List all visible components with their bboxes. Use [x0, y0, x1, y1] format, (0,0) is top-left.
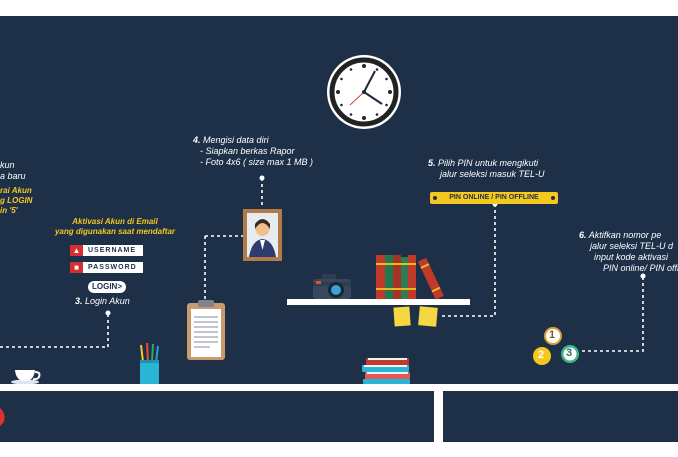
- username-label: USERNAME: [88, 247, 137, 254]
- sticky-notes-icon: [393, 306, 438, 327]
- dot-step6: [640, 273, 646, 279]
- connector-login: [0, 313, 109, 348]
- username-field[interactable]: ▲ USERNAME: [70, 245, 143, 256]
- login-button[interactable]: LOGIN>: [88, 281, 126, 293]
- pencil-cup-icon: [140, 342, 159, 384]
- pin-badge-dot-right: [551, 196, 555, 200]
- dashed-connectors: [0, 178, 644, 352]
- bottom-white-band: [0, 442, 678, 457]
- left-step-line-1: kun: [0, 160, 15, 170]
- teacup-icon: [11, 370, 41, 385]
- bubble-2-label: 2: [538, 349, 545, 361]
- step5-line-2: jalur seleksi masuk TEL-U: [440, 169, 545, 179]
- step6-line-3: input kode aktivasi: [594, 252, 669, 262]
- step6-line-4: PIN online/ PIN offli: [603, 263, 678, 273]
- book-stack-icon: [362, 358, 410, 384]
- login-step-text: Login Akun: [85, 296, 130, 306]
- step6-line-2: jalur seleksi TEL-U d: [590, 241, 674, 251]
- login-step-caption: 3. Login Akun: [75, 296, 130, 306]
- dot-login: [105, 310, 111, 316]
- top-white-band: [0, 0, 678, 16]
- red-object-edge: [0, 408, 5, 426]
- left-step-line-4: g LOGIN: [0, 196, 33, 205]
- camera-icon: [313, 274, 351, 299]
- step6-line-1: 6. Aktifkan nomor pe: [579, 230, 661, 240]
- left-step-line-5: in '5': [0, 206, 18, 215]
- bubble-1-label: 1: [549, 329, 556, 341]
- bubble-3-label: 3: [566, 347, 573, 359]
- activation-subtitle: yang digunakan saat mendaftar: [54, 227, 176, 236]
- connector-step5: [440, 204, 496, 317]
- login-step-number: 3.: [75, 296, 83, 306]
- pin-badge-label: PIN ONLINE / PIN OFFLINE: [449, 194, 539, 201]
- user-icon: ▲: [70, 245, 83, 256]
- desk: [0, 384, 678, 442]
- step5-line-1-text: Pilih PIN untuk mengikuti: [438, 158, 539, 168]
- pin-badge: PIN ONLINE / PIN OFFLINE: [430, 192, 558, 204]
- connector-dots: [105, 175, 646, 316]
- password-field[interactable]: ■ PASSWORD: [70, 262, 143, 273]
- left-step-line-2: a baru: [0, 171, 26, 181]
- floating-shelf: [287, 299, 470, 305]
- step6-number: 6.: [579, 230, 587, 240]
- step4-item-2: - Foto 4x6 ( size max 1 MB ): [200, 157, 314, 167]
- clipboard-document-icon: [187, 300, 225, 360]
- step4-item-1: - Siapkan berkas Rapor: [200, 146, 295, 156]
- pin-badge-dot-left: [433, 196, 437, 200]
- lock-icon: ■: [70, 262, 83, 273]
- step4-number: 4.: [193, 135, 201, 145]
- left-step-line-3: rai Akun: [0, 186, 32, 195]
- password-label: PASSWORD: [88, 264, 137, 271]
- activation-title: Aktivasi Akun di Email: [72, 217, 158, 226]
- step6-line-1-text: Aktifkan nomor pe: [588, 230, 662, 240]
- dot-step4: [259, 175, 265, 181]
- framed-portrait-icon: [243, 209, 282, 261]
- step4-title: 4. Mengisi data diri: [193, 135, 269, 145]
- step5-line-1: 5. Pilih PIN untuk mengikuti: [428, 158, 538, 168]
- books-row-icon: [376, 255, 444, 300]
- numbered-bubbles: [533, 327, 579, 365]
- step5-number: 5.: [428, 158, 436, 168]
- wall-clock-icon: [327, 55, 401, 129]
- connector-step6: [582, 276, 644, 352]
- step4-title-text: Mengisi data diri: [203, 135, 269, 145]
- bubble-2: [533, 347, 551, 365]
